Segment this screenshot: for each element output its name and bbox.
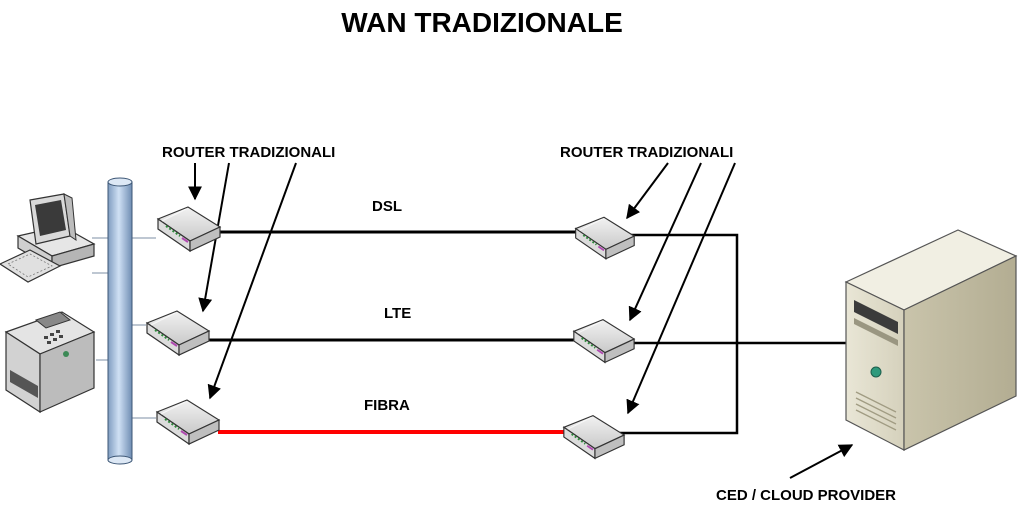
router-icon-right-lte[interactable] xyxy=(572,318,636,364)
router-icon-left-lte[interactable] xyxy=(146,310,210,356)
server-label: CED / CLOUD PROVIDER xyxy=(716,487,896,504)
printer-icon[interactable] xyxy=(4,311,96,414)
computer-icon[interactable] xyxy=(0,193,96,283)
link-label-lte: LTE xyxy=(384,305,411,322)
network-bus-icon xyxy=(107,177,133,465)
label-arrows xyxy=(188,162,854,479)
bus-drop-lines xyxy=(92,237,156,419)
router-icon-left-fibra[interactable] xyxy=(156,399,220,445)
diagram-title: WAN TRADIZIONALE xyxy=(341,7,623,38)
link-label-fibra: FIBRA xyxy=(364,397,410,414)
server-tower-icon[interactable] xyxy=(844,229,1018,451)
router-icon-right-fibra[interactable] xyxy=(562,414,626,460)
link-label-dsl: DSL xyxy=(372,198,402,215)
router-icon-left-dsl[interactable] xyxy=(157,206,221,252)
router-label-right: ROUTER TRADIZIONALI xyxy=(560,144,733,161)
wan-links xyxy=(206,230,582,434)
router-label-left: ROUTER TRADIZIONALI xyxy=(162,144,335,161)
server-uplinks xyxy=(612,233,848,435)
router-icon-right-dsl[interactable] xyxy=(574,216,636,260)
